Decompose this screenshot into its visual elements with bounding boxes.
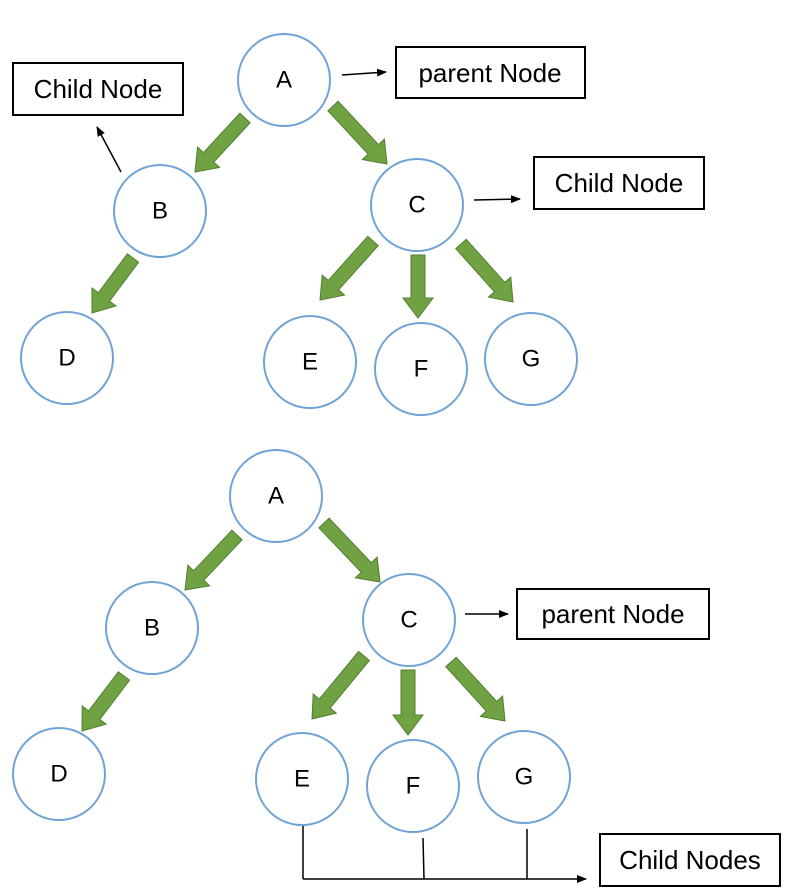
top-child-node-label-box-b: Child Node — [12, 62, 184, 116]
node-label: C — [408, 192, 425, 219]
edge-c-g-arrow — [445, 656, 506, 722]
top-tree: A B C D E F G parent Node — [12, 33, 705, 416]
edge-a-b-arrow — [194, 112, 251, 173]
children-bracket — [302, 826, 587, 883]
box-label: parent Node — [418, 58, 561, 88]
top-child-node-label-box-c: Child Node — [533, 156, 705, 210]
bottom-node-d: D — [12, 727, 106, 821]
bottom-node-b: B — [105, 581, 199, 675]
top-edges — [91, 100, 514, 319]
node-label: G — [522, 346, 541, 373]
node-label: D — [50, 761, 67, 788]
bottom-parent-node-label-box: parent Node — [516, 588, 710, 640]
edge-c-e-arrow — [311, 650, 371, 720]
top-node-a: A — [237, 33, 331, 127]
bottom-tree: A B C D E F G parent Node — [12, 449, 781, 887]
top-node-b: B — [113, 164, 207, 258]
node-label: E — [302, 349, 318, 376]
node-label: F — [414, 356, 429, 383]
box-label: Child Node — [34, 74, 163, 104]
node-label: E — [294, 766, 310, 793]
edge-b-d-arrow — [81, 671, 131, 732]
edge-c-f-arrow — [402, 254, 434, 319]
edge-a-b-arrow — [184, 529, 243, 591]
a-to-parent-label-arrow — [341, 68, 387, 77]
box-label: parent Node — [541, 599, 684, 629]
bottom-child-nodes-label-box: Child Nodes — [599, 833, 781, 887]
node-label: B — [152, 198, 168, 225]
node-label: A — [276, 67, 292, 94]
bottom-node-f: F — [366, 739, 460, 833]
bottom-node-c: C — [362, 573, 456, 667]
top-parent-node-label-box: parent Node — [395, 46, 586, 99]
bottom-edges — [81, 517, 506, 736]
box-label: Child Node — [555, 168, 684, 198]
node-label: F — [406, 773, 421, 800]
top-node-d: D — [20, 311, 114, 405]
node-label: D — [58, 345, 75, 372]
bottom-node-g: G — [477, 730, 571, 824]
bottom-node-e: E — [255, 732, 349, 826]
top-node-f: F — [374, 322, 468, 416]
node-label: C — [400, 607, 417, 634]
node-label: A — [268, 483, 284, 510]
edge-a-c-arrow — [318, 517, 381, 583]
edge-a-c-arrow — [327, 100, 388, 165]
b-to-child-label-arrow — [96, 126, 122, 173]
edge-c-f-arrow — [392, 669, 424, 736]
top-node-c: C — [370, 158, 464, 252]
node-label: G — [515, 764, 534, 791]
c-to-child-label-arrow — [473, 195, 521, 204]
edge-b-d-arrow — [91, 253, 140, 314]
top-node-e: E — [263, 315, 357, 409]
top-node-g: G — [484, 312, 578, 406]
bottom-node-a: A — [229, 449, 323, 543]
node-label: B — [144, 615, 160, 642]
edge-c-e-arrow — [319, 235, 379, 301]
edge-c-g-arrow — [455, 238, 514, 303]
box-label: Child Nodes — [619, 845, 761, 875]
